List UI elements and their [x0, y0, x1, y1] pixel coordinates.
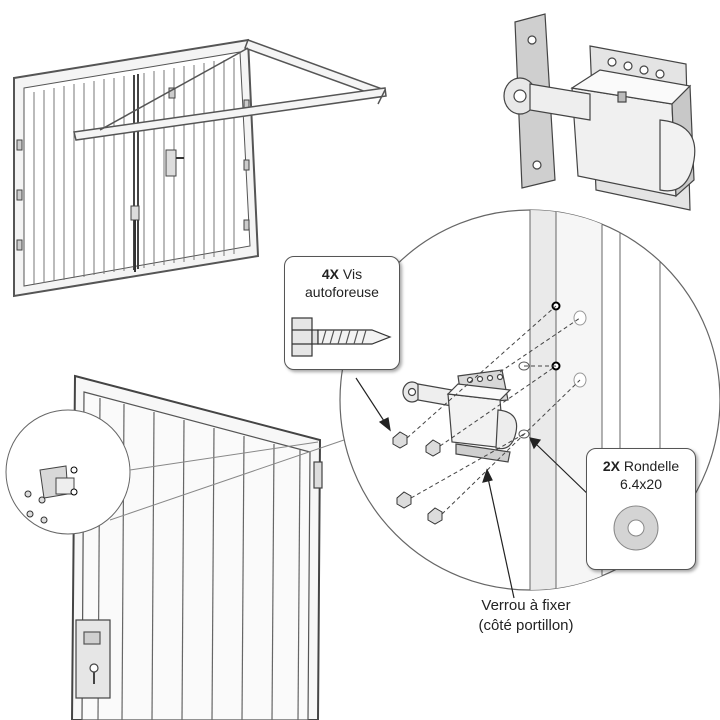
washer-icon-layer — [613, 505, 659, 551]
screws-type: autoforeuse — [305, 284, 379, 300]
door-slats — [33, 58, 235, 284]
bolt-caption: Verrou à fixer (côté portillon) — [456, 596, 596, 636]
assembly-guides — [406, 305, 581, 515]
washers-name: Rondelle — [623, 458, 680, 474]
garage-door-overview — [13, 38, 387, 298]
arrow-head — [529, 437, 542, 450]
washers-size: 6.4x20 — [619, 476, 663, 492]
bolt-caption-line1: Verrou à fixer — [481, 597, 571, 614]
arrow-head — [482, 468, 493, 483]
bolt-lock-3d — [503, 13, 696, 211]
plate-hole — [639, 65, 649, 75]
screws — [392, 431, 443, 525]
screw — [425, 439, 441, 457]
overhead-rails — [73, 39, 387, 141]
screws-callout: 4X Vis autoforeuse — [284, 256, 400, 370]
plate-hole — [607, 57, 617, 67]
washers-quantity: 2X — [602, 458, 620, 474]
screw — [392, 431, 408, 449]
plate-hole — [655, 69, 665, 79]
arrow-head — [378, 417, 391, 432]
small-detail-circle — [5, 409, 345, 535]
screw — [396, 491, 412, 509]
screw-icon — [291, 317, 392, 357]
plate-hole — [623, 61, 633, 71]
bolt-lock-zoom — [402, 369, 518, 463]
washer-icon — [613, 505, 659, 551]
bolt-caption-line2: (côté portillon) — [478, 617, 574, 634]
screws-name: Vis — [342, 266, 363, 282]
wicket-door-panel — [70, 374, 323, 720]
screw-icon-layer — [291, 317, 392, 357]
screws-quantity: 4X — [321, 266, 340, 282]
door-handle-plate — [165, 149, 177, 177]
screw — [427, 507, 443, 525]
leader-lines — [355, 377, 595, 599]
